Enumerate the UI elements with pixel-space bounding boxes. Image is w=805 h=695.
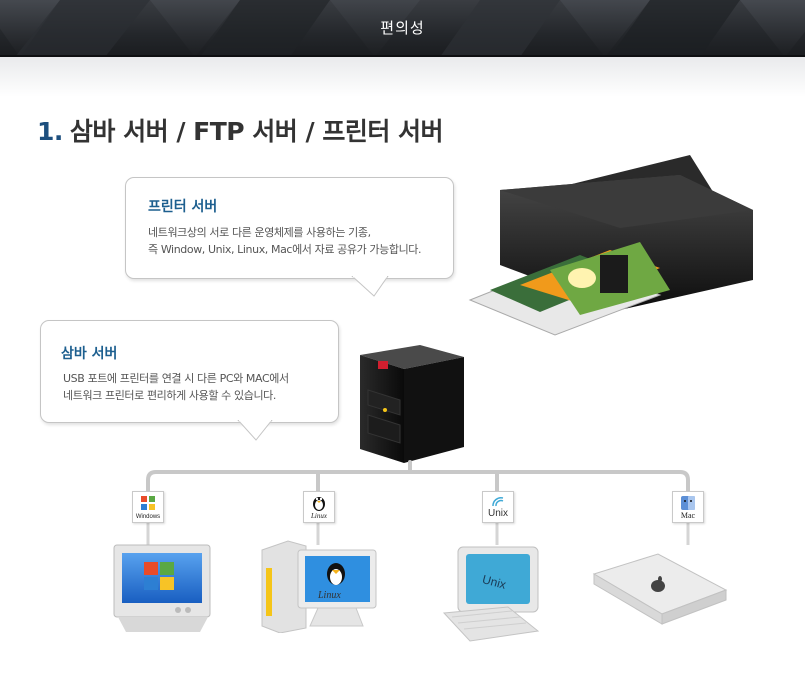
unix-badge-label: Unix: [487, 508, 508, 519]
nas-server-image: [360, 345, 464, 463]
linux-pc-image: Linux: [261, 540, 377, 633]
windows-pc-image: [113, 544, 211, 632]
unix-badge: Unix: [482, 491, 514, 523]
samba-server-bubble: 삼바 서버 USB 포트에 프린터를 연결 시 다른 PC와 MAC에서 네트워…: [40, 320, 339, 423]
windows-badge: Windows: [132, 491, 164, 523]
tux-penguin-icon: [313, 497, 325, 511]
section-number: 1.: [37, 117, 63, 146]
mac-badge: Mac: [672, 491, 704, 523]
printer-server-desc-line1: 네트워크상의 서로 다른 운영체제를 사용하는 기종,: [148, 226, 371, 239]
header-banner: 편의성: [0, 0, 805, 57]
apple-logo-icon: [651, 576, 665, 592]
windows-logo-icon: [141, 496, 155, 510]
page-header-title: 편의성: [380, 19, 425, 37]
linux-badge-label: Linux: [311, 512, 327, 520]
unix-workstation-image: Unix: [442, 546, 540, 642]
linux-badge: Linux: [303, 491, 335, 523]
unix-screen-text: Unix: [481, 572, 508, 592]
windows-screen-logo: [144, 562, 174, 590]
samba-server-desc-line2: 네트워크 프린터로 편리하게 사용할 수 있습니다.: [63, 389, 276, 402]
mac-laptop-image: [592, 553, 728, 625]
section-title: 삼바 서버 / FTP 서버 / 프린터 서버: [69, 117, 444, 146]
samba-server-desc-line1: USB 포트에 프린터를 연결 시 다른 PC와 MAC에서: [63, 372, 289, 385]
linux-screen-text: Linux: [317, 590, 341, 601]
printer-image: [468, 155, 753, 336]
samba-server-title: 삼바 서버: [61, 346, 118, 362]
header-fade: [0, 57, 805, 97]
windows-badge-label: Windows: [135, 514, 161, 520]
printer-server-bubble: 프린터 서버 네트워크상의 서로 다른 운영체제를 사용하는 기종, 즉 Win…: [125, 177, 454, 279]
printer-server-desc-line2: 즉 Window, Unix, Linux, Mac에서 자료 공유가 가능합니…: [148, 243, 422, 256]
mac-finder-icon: [681, 496, 695, 510]
unix-signal-icon: [492, 497, 504, 507]
samba-bubble-tail: [237, 420, 273, 441]
printer-bubble-tail: [351, 276, 389, 297]
banner-pattern: [0, 0, 805, 57]
mac-badge-label: Mac: [680, 511, 696, 520]
section-heading: 1.삼바 서버 / FTP 서버 / 프린터 서버: [37, 112, 444, 148]
printer-server-title: 프린터 서버: [148, 199, 218, 215]
